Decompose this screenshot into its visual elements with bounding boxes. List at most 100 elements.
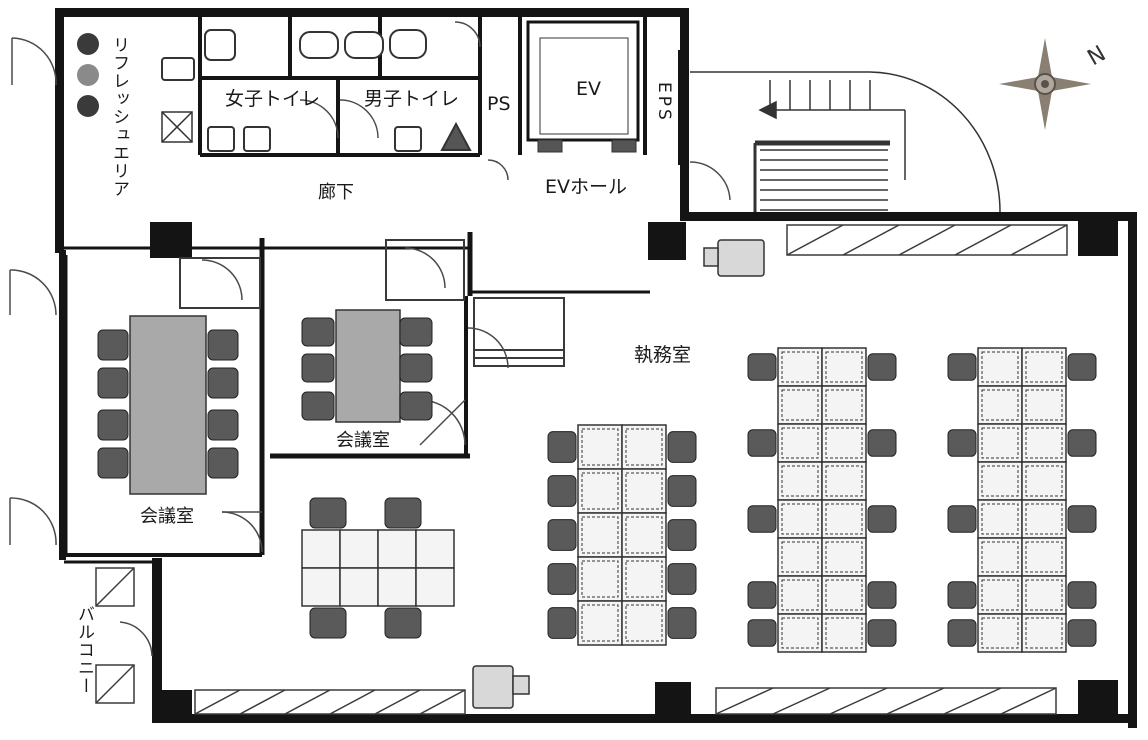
desk-inner — [825, 541, 863, 573]
desk — [977, 575, 1023, 615]
ev-label: EV — [576, 78, 602, 100]
desk-inner — [1025, 389, 1063, 421]
chair — [207, 409, 239, 441]
chair — [309, 607, 347, 639]
desk-inner — [1025, 465, 1063, 497]
interior-walls — [64, 12, 682, 564]
chair — [667, 563, 697, 595]
compass-rose-icon: N — [999, 38, 1110, 130]
chair — [747, 581, 777, 609]
chair — [747, 353, 777, 381]
chair — [301, 317, 335, 347]
desk — [301, 529, 341, 569]
chair — [207, 447, 239, 479]
desk — [777, 385, 823, 425]
desk-inner — [981, 427, 1019, 459]
eps-label: EPS — [654, 82, 674, 123]
desk — [821, 499, 867, 539]
desks — [301, 347, 1067, 653]
chair — [947, 505, 977, 533]
desk-inner — [981, 579, 1019, 611]
desk — [1021, 461, 1067, 501]
chair — [867, 581, 897, 609]
meeting-room-small-label: 会議室 — [336, 430, 390, 451]
desk-inner — [981, 503, 1019, 535]
desk — [1021, 385, 1067, 425]
chair — [547, 431, 577, 463]
meeting-table-large — [129, 315, 207, 495]
desk-inner — [781, 617, 819, 649]
chair — [867, 353, 897, 381]
chair — [1067, 619, 1097, 647]
chair — [384, 497, 422, 529]
desk — [577, 424, 623, 470]
desk-inner — [825, 503, 863, 535]
chair — [1067, 581, 1097, 609]
desk — [621, 600, 667, 646]
mens-toilet-label: 男子トイレ — [364, 88, 460, 110]
chair — [309, 497, 347, 529]
chair — [1067, 505, 1097, 533]
desk-inner — [781, 503, 819, 535]
desk — [577, 600, 623, 646]
desk-inner — [1025, 503, 1063, 535]
chair — [301, 353, 335, 383]
chair — [947, 581, 977, 609]
chair — [747, 619, 777, 647]
desk — [821, 423, 867, 463]
desk-inner — [1025, 579, 1063, 611]
meeting-room-large-label: 会議室 — [140, 506, 194, 527]
chair — [207, 367, 239, 399]
chair — [867, 619, 897, 647]
desk — [821, 613, 867, 653]
desk — [415, 529, 455, 569]
refresh-area-label: リフレッシュエリア — [109, 36, 129, 198]
desk-inner — [981, 617, 1019, 649]
chair — [747, 429, 777, 457]
desk — [415, 567, 455, 607]
desk — [339, 529, 379, 569]
desk-inner — [825, 579, 863, 611]
desk-inner — [1025, 427, 1063, 459]
desk — [1021, 575, 1067, 615]
chair — [1067, 429, 1097, 457]
chair — [97, 447, 129, 479]
desk — [1021, 537, 1067, 577]
exterior-walls — [55, 8, 1137, 728]
chair — [667, 607, 697, 639]
desk — [977, 537, 1023, 577]
desk-inner — [781, 427, 819, 459]
desk — [1021, 347, 1067, 387]
desk-inner — [981, 351, 1019, 383]
desk — [577, 556, 623, 602]
desk — [977, 461, 1023, 501]
desk — [977, 347, 1023, 387]
desk — [621, 424, 667, 470]
refresh-area-fixtures — [77, 33, 99, 117]
desk-inner — [781, 465, 819, 497]
desk — [1021, 499, 1067, 539]
corridor-label: 廊下 — [318, 182, 354, 203]
desk-inner — [625, 604, 663, 642]
window-strips — [194, 224, 1068, 715]
desk — [777, 423, 823, 463]
desk-inner — [781, 389, 819, 421]
meeting-table-small — [335, 309, 401, 423]
chair — [399, 353, 433, 383]
desk-inner — [581, 604, 619, 642]
chair — [867, 505, 897, 533]
desk-inner — [625, 560, 663, 598]
desk — [377, 529, 417, 569]
chair — [867, 429, 897, 457]
elevator-shaft — [537, 37, 637, 153]
ps-label: PS — [487, 93, 511, 115]
desk — [977, 499, 1023, 539]
svg-text:N: N — [1084, 41, 1111, 71]
desk-inner — [1025, 617, 1063, 649]
door-swings — [9, 21, 731, 657]
desk — [777, 461, 823, 501]
desk-inner — [825, 617, 863, 649]
desk — [577, 512, 623, 558]
chair — [97, 367, 129, 399]
